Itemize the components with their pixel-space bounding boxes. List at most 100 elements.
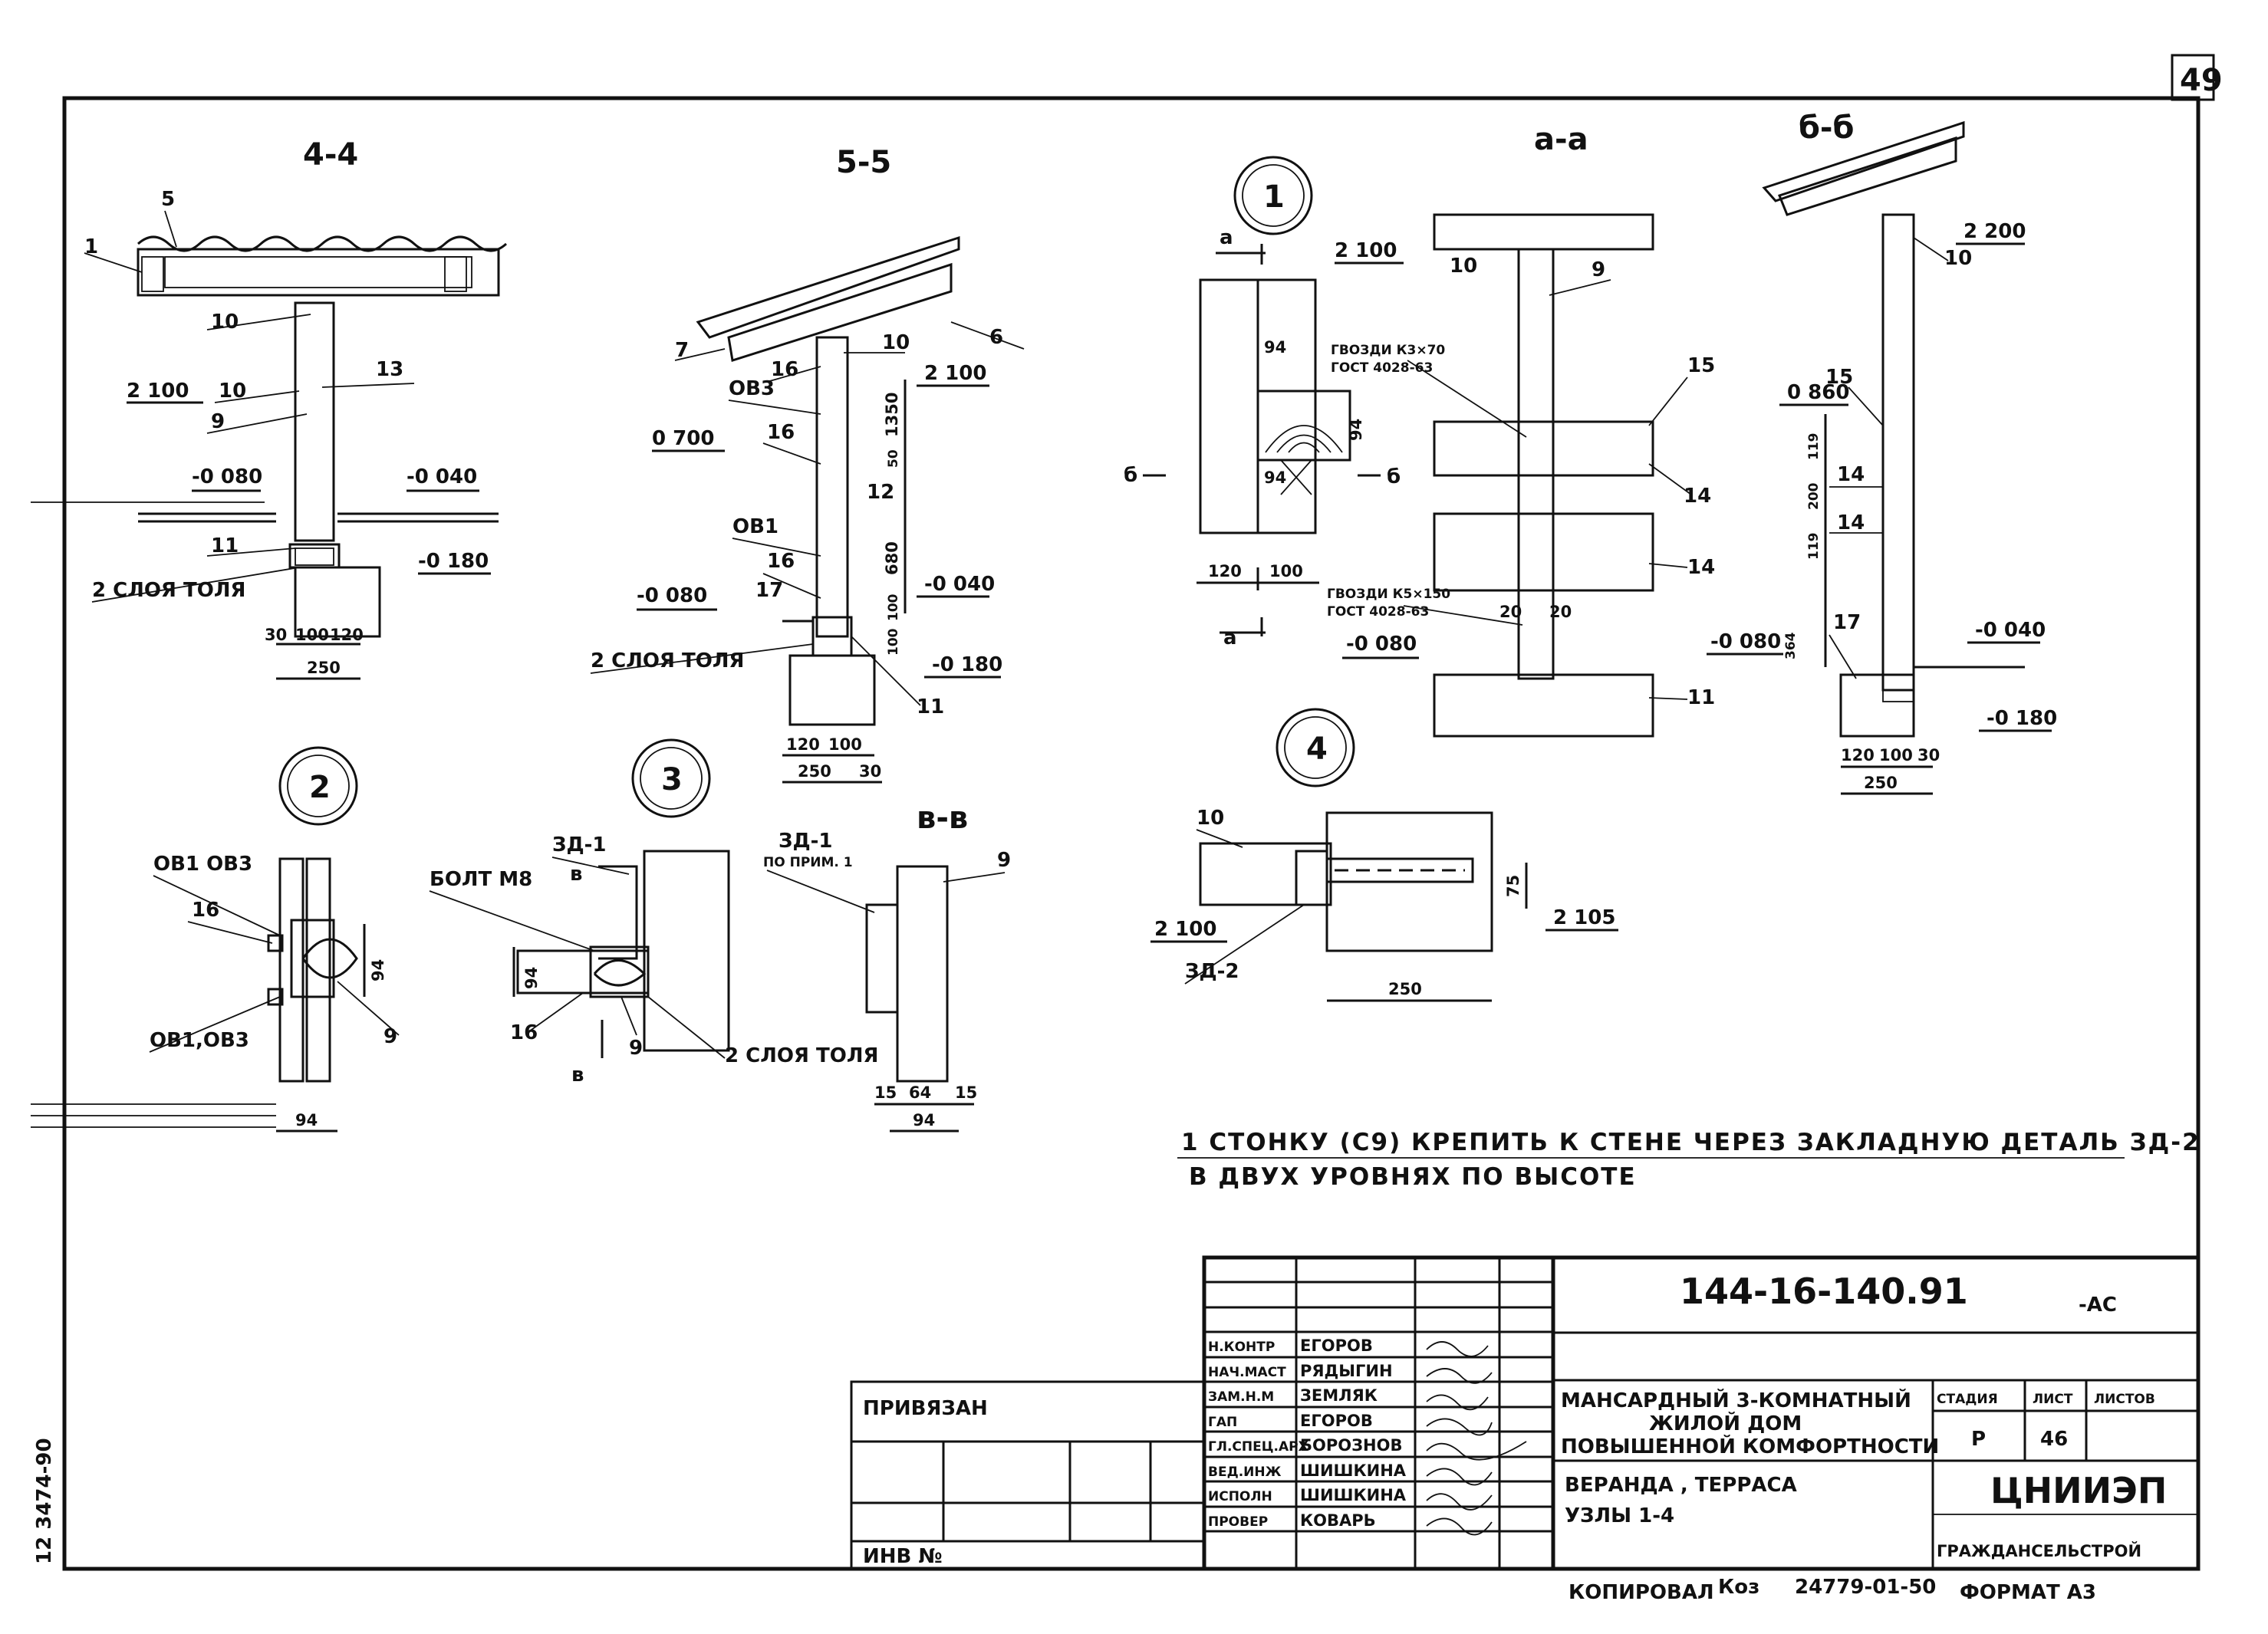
node3-dim-94: 94 xyxy=(522,967,541,989)
order-number: 24779-01-50 xyxy=(1795,1576,1936,1599)
svv-label-9: 9 xyxy=(997,849,1011,872)
s55-label-10: 10 xyxy=(882,331,910,354)
footer: КОПИРОВАЛ Коз 24779-01-50 ФОРМАТ А3 xyxy=(1569,1576,2096,1604)
s44-label-9: 9 xyxy=(211,410,225,433)
s44-label-13: 13 xyxy=(376,358,403,381)
node-4-title: 4 xyxy=(1306,732,1328,767)
sig-name-2: РЯДЫГИН xyxy=(1300,1362,1393,1380)
section-a-a-title: а-а xyxy=(1534,122,1588,157)
saa-label-10: 10 xyxy=(1450,255,1477,278)
sbb-level-m180: -0 180 xyxy=(1987,707,2057,730)
s55-level-m180: -0 180 xyxy=(932,653,1002,676)
sig-role-3: ЗАМ.Н.М xyxy=(1208,1389,1274,1405)
saa-nails-2-gost: ГОСТ 4028-63 xyxy=(1327,604,1429,620)
project-name-1: МАНСАРДНЫЙ 3-КОМНАТНЫЙ xyxy=(1561,1388,1911,1412)
s44-level-2100: 2 100 xyxy=(127,380,189,403)
doc-suffix: -АС xyxy=(2079,1294,2117,1317)
section-5-5-title: 5-5 xyxy=(836,145,891,180)
s55-dim-30: 30 xyxy=(859,762,881,781)
org-name: ЦНИИЭП xyxy=(1990,1470,2167,1511)
s55-label-12: 12 xyxy=(867,481,894,504)
node1-dim-94a: 94 xyxy=(1264,338,1286,357)
node3-cut-b-bottom: в xyxy=(571,1064,584,1087)
node-3-marker xyxy=(631,738,711,818)
sbb-level-m040: -0 040 xyxy=(1975,619,2046,642)
node2-label-ob2: ОВ1,ОВ3 xyxy=(150,1029,249,1052)
copied-sign: Коз xyxy=(1718,1576,1759,1599)
title-block: ПРИВЯЗАН ИНВ № Н.КОНТР ЕГОРОВ НАЧ.МАСТ Р… xyxy=(850,1255,2201,1571)
s44-level-m080: -0 080 xyxy=(192,465,262,488)
saa-dim-20b: 20 xyxy=(1549,603,1572,621)
note-line-1: 1 СТОНКУ (С9) КРЕПИТЬ К СТЕНЕ ЧЕРЕЗ ЗАКЛ… xyxy=(1181,1129,2201,1156)
stage-label: СТАДИЯ xyxy=(1937,1392,1998,1407)
s55-level-m080: -0 080 xyxy=(637,584,707,607)
section-v-v: в-в ЗД-1 ПО ПРИМ. 1 9 15 64 15 94 xyxy=(763,801,1011,1133)
s55-roofing-felt: 2 СЛОЯ ТОЛЯ xyxy=(591,649,744,672)
sheet-label: ЛИСТ xyxy=(2033,1392,2073,1407)
node2-dim-94b: 94 xyxy=(295,1111,318,1129)
node4-label-10: 10 xyxy=(1197,807,1224,830)
sheet-value: 46 xyxy=(2040,1428,2068,1451)
section-4-4: 4-4 5 1 10 2 100 10 9 13 -0 080 -0 040 1… xyxy=(84,137,508,680)
node1-dim-94c: 94 xyxy=(1264,469,1286,487)
inv-no-label: ИНВ № xyxy=(863,1545,943,1568)
sbb-level-m080: -0 080 xyxy=(1710,630,1781,653)
s55-dim-680: 680 xyxy=(883,541,901,575)
node1-dim-94b: 94 xyxy=(1347,419,1365,441)
notes: 1 СТОНКУ (С9) КРЕПИТЬ К СТЕНЕ ЧЕРЕЗ ЗАКЛ… xyxy=(1177,1129,2201,1191)
node-2-title: 2 xyxy=(309,770,331,805)
sbb-label-14a: 14 xyxy=(1837,463,1865,486)
node4-label-zd2: ЗД-2 xyxy=(1185,960,1239,983)
sbb-dim-100: 100 xyxy=(1879,746,1913,764)
sbb-dim-30: 30 xyxy=(1917,746,1940,764)
sbb-dim-250: 250 xyxy=(1864,774,1898,792)
section-a-a: а-а 2 100 10 9 15 ГВОЗДИ К3×70 ГОСТ 4028… xyxy=(1327,122,1849,738)
node3-cut-b-top: в xyxy=(570,863,582,886)
node-3: 3 ЗД-1 в БОЛТ М8 94 16 в 9 2 СЛОЯ ТОЛЯ xyxy=(429,738,878,1087)
note-line-2: В ДВУХ УРОВНЯХ ПО ВЫСОТЕ xyxy=(1189,1163,1637,1191)
s44-level-m180: -0 180 xyxy=(418,550,489,573)
s55-label-16c: 16 xyxy=(767,550,795,573)
s55-level-2100: 2 100 xyxy=(924,362,986,385)
svv-dim-15a: 15 xyxy=(874,1083,897,1102)
sheet-frame: 49 12 3474-90 xyxy=(31,54,2223,1571)
signature-scribbles xyxy=(1426,1341,1527,1536)
copied-label: КОПИРОВАЛ xyxy=(1569,1581,1714,1604)
sig-role-4: ГАП xyxy=(1208,1415,1237,1430)
sbb-dim-364: 364 xyxy=(1783,632,1799,659)
saa-label-14b: 14 xyxy=(1687,556,1715,579)
node-3-title: 3 xyxy=(661,762,683,797)
saa-nails-1: ГВОЗДИ К3×70 xyxy=(1331,343,1445,358)
sbb-label-10: 10 xyxy=(1944,247,1972,270)
sheet-name-1: ВЕРАНДА , ТЕРРАСА xyxy=(1565,1474,1797,1497)
s44-dim-120: 120 xyxy=(330,626,364,644)
format-label: ФОРМАТ А3 xyxy=(1960,1581,2096,1604)
svv-dim-64: 64 xyxy=(909,1083,931,1102)
saa-nails-2: ГВОЗДИ К5×150 xyxy=(1327,587,1450,602)
saa-dim-20a: 20 xyxy=(1499,603,1522,621)
svv-label-zd1: ЗД-1 xyxy=(778,830,833,853)
s55-dim-100b: 100 xyxy=(886,628,901,656)
saa-level-2100: 2 100 xyxy=(1335,239,1397,262)
s55-level-0700: 0 700 xyxy=(652,427,714,450)
saa-level-m080: -0 080 xyxy=(1346,633,1417,656)
node1-cut-a-top: а xyxy=(1220,226,1233,249)
sbb-label-15: 15 xyxy=(1825,366,1853,389)
s44-dim-100: 100 xyxy=(295,626,329,644)
node3-label-zd1: ЗД-1 xyxy=(552,833,607,856)
svv-dim-15b: 15 xyxy=(955,1083,977,1102)
node4-level-2105: 2 105 xyxy=(1553,906,1615,929)
node4-level-2100: 2 100 xyxy=(1154,918,1216,941)
page-number: 49 xyxy=(2180,63,2223,98)
section-b-b: б-б 2 200 10 15 14 14 119 200 119 364 17… xyxy=(1707,110,2057,795)
sig-name-8: КОВАРЬ xyxy=(1300,1511,1376,1530)
project-name-2: ЖИЛОЙ ДОМ xyxy=(1649,1411,1802,1435)
node1-cut-b-left: б xyxy=(1124,464,1137,487)
node2-label-ob: ОВ1 ОВ3 xyxy=(153,853,252,876)
node-1: 1 а б б а 94 94 94 120 100 xyxy=(1124,156,1401,649)
sig-role-6: ВЕД.ИНЖ xyxy=(1208,1465,1282,1480)
sig-role-2: НАЧ.МАСТ xyxy=(1208,1365,1286,1380)
section-b-b-title: б-б xyxy=(1799,110,1854,146)
node3-label-16: 16 xyxy=(510,1021,538,1044)
